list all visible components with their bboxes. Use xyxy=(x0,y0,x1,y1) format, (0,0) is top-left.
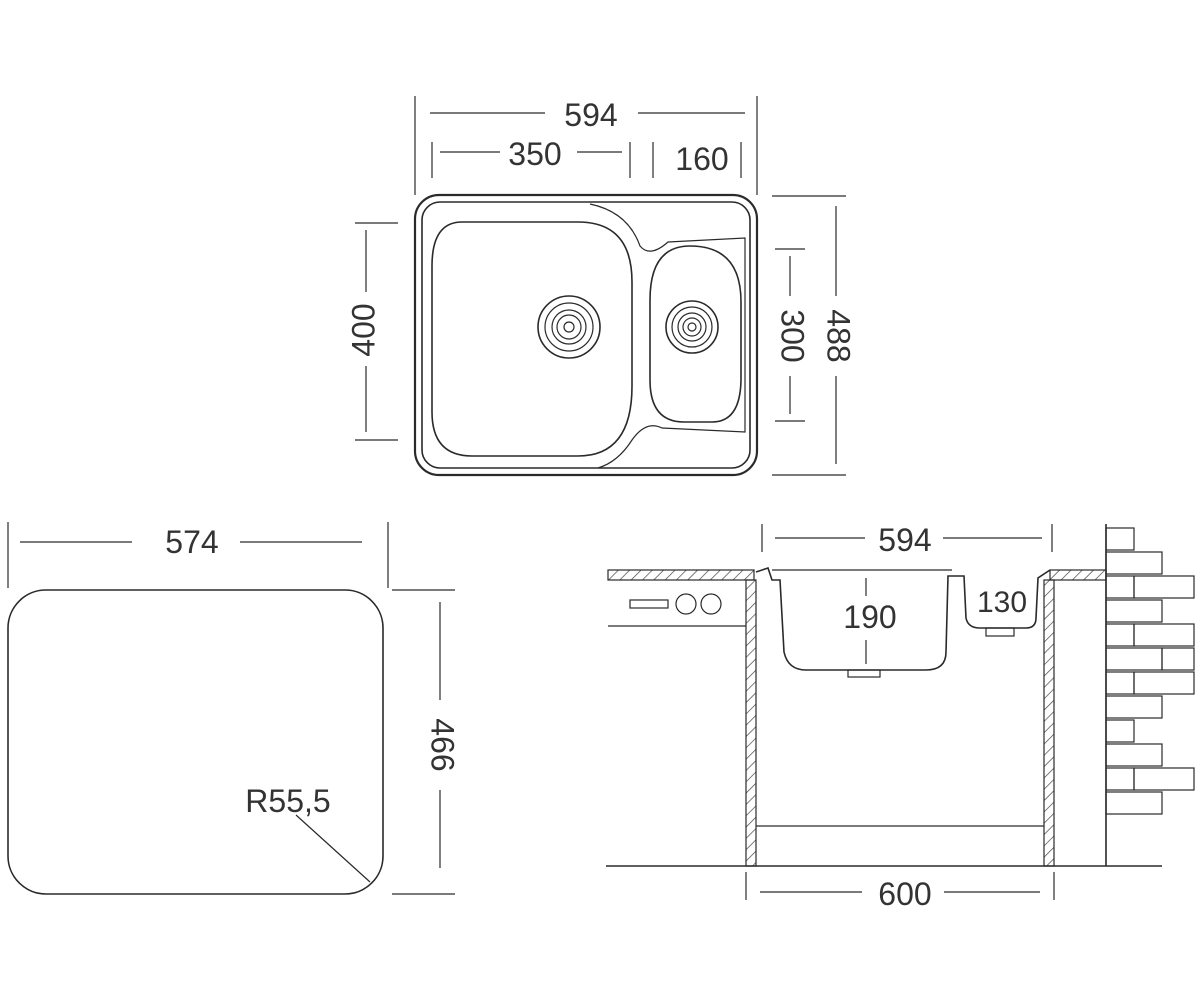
cutout-template: 574 R55,5 466 xyxy=(7,522,461,895)
label-main-bowl-length: 400 xyxy=(345,303,381,356)
dim-small-bowl-length: 300 xyxy=(775,248,811,422)
label-cutout-radius: R55,5 xyxy=(245,783,330,819)
sink-outline-top xyxy=(413,193,759,477)
cabinet-walls xyxy=(606,579,1162,867)
label-small-bowl-width: 160 xyxy=(675,141,728,177)
label-top-overall-width: 594 xyxy=(564,97,617,133)
top-view: 594 350 160 xyxy=(345,96,857,477)
label-cutout-width: 574 xyxy=(165,524,218,560)
main-drain xyxy=(537,295,601,359)
small-drain xyxy=(665,300,719,354)
label-small-bowl-length: 300 xyxy=(775,309,811,362)
dim-cabinet-width: 600 xyxy=(745,872,1055,912)
label-top-overall-length: 488 xyxy=(821,309,857,362)
cabinet-controls xyxy=(629,593,722,615)
dim-cutout-length: 466 xyxy=(392,589,461,895)
dim-section-sink-width: 594 xyxy=(761,522,1053,558)
label-cutout-length: 466 xyxy=(425,718,461,771)
brick-wall xyxy=(1105,524,1195,866)
dim-top-overall-width: 594 xyxy=(414,96,758,195)
dim-main-bowl-width: 350 xyxy=(431,136,631,178)
countertop xyxy=(607,569,1107,627)
label-main-bowl-depth: 190 xyxy=(843,599,896,635)
cutout-radius: R55,5 xyxy=(245,783,371,883)
section-view: 594 190 130 xyxy=(606,522,1195,912)
dim-main-bowl-length: 400 xyxy=(345,222,398,441)
cutout-outline xyxy=(7,589,384,895)
label-section-sink-width: 594 xyxy=(878,522,931,558)
sink-profile: 190 130 xyxy=(755,566,1051,678)
dim-top-overall-length: 488 xyxy=(772,195,857,476)
label-small-bowl-depth: 130 xyxy=(977,586,1027,619)
label-main-bowl-width: 350 xyxy=(508,136,561,172)
label-cabinet-width: 600 xyxy=(878,876,931,912)
dim-cutout-width: 574 xyxy=(7,522,389,588)
dim-small-bowl-width: 160 xyxy=(652,141,742,178)
